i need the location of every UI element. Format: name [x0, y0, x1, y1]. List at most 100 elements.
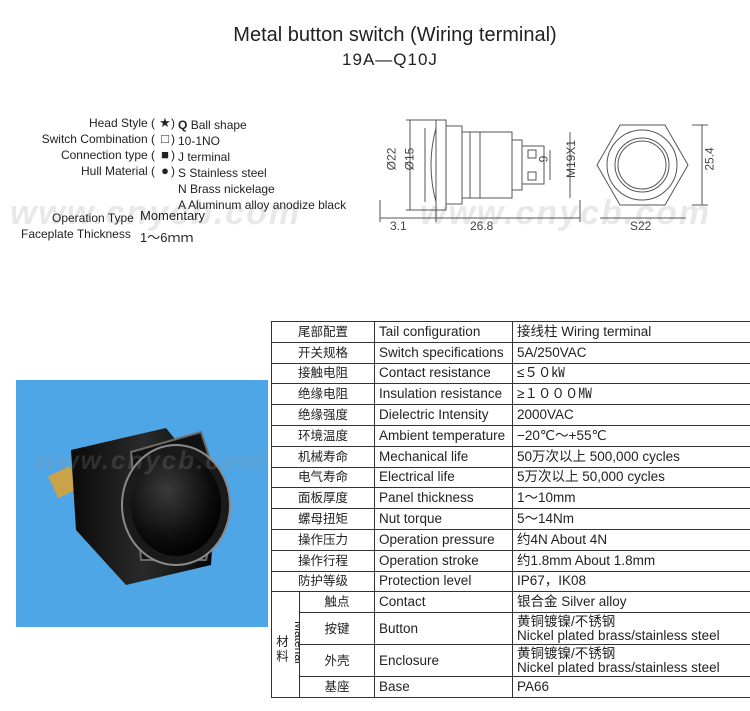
- material-value-en: Nickel plated brass/stainless steel: [517, 659, 720, 675]
- dim-m19: M19X1: [564, 139, 579, 179]
- spec-cn: 尾部配置: [270, 321, 376, 343]
- spec-value: ≤５０㎾: [512, 362, 750, 385]
- legend-close: ): [171, 164, 175, 178]
- spec-cn: 绝缘电阻: [270, 383, 376, 406]
- material-cn-item: 外壳: [298, 644, 376, 678]
- bezel-outline: [435, 119, 447, 211]
- spec-cn: 面板厚度: [270, 487, 376, 510]
- spec-value: 约4N About 4N: [512, 528, 750, 551]
- legend-text: S Stainless steel: [178, 166, 267, 180]
- legend-text: 10-1NO: [178, 134, 221, 148]
- spec-cn: 操作行程: [270, 549, 376, 572]
- filled-circle-icon: ●: [161, 163, 169, 178]
- spec-table: 尾部配置 Tail configuration 接线柱 Wiring termi…: [270, 321, 750, 698]
- operation-type-value: Momentary: [140, 208, 206, 223]
- dim-26-8: 26.8: [470, 219, 494, 233]
- legend-label: Head Style (: [88, 116, 155, 130]
- spec-value: 2000VAC: [512, 404, 750, 426]
- spec-en: Contact resistance: [374, 362, 514, 385]
- table-row: 防护等级 Protection level IP67，IK08: [270, 570, 750, 593]
- table-row: 环境温度 Ambient temperature −20℃～+55℃: [270, 424, 750, 447]
- spec-value: ≥１０００㎿: [512, 383, 750, 406]
- spec-value: 1～10mm: [512, 487, 750, 510]
- model-number: 19A—Q10J: [342, 50, 438, 69]
- filled-square-icon: ■: [161, 147, 169, 162]
- legend-text: J terminal: [178, 150, 231, 164]
- table-row: 按键 Button 黄铜镀镍/不锈钢 Nickel plated brass/s…: [272, 612, 750, 646]
- table-row: 面板厚度 Panel thickness 1～10mm: [270, 487, 750, 510]
- dim-d22: Ø22: [384, 147, 399, 171]
- table-row: 接触电阻 Contact resistance ≤５０㎾: [270, 362, 750, 385]
- legend-text: Ball shape: [190, 118, 247, 132]
- spec-en: Switch specifications: [374, 341, 514, 364]
- legend-value: Q Ball shape: [178, 118, 247, 132]
- legend-label: Hull Material (: [80, 164, 155, 178]
- legend-close: ): [171, 148, 175, 162]
- material-value-cn: 黄铜镀镍/不锈钢: [517, 613, 616, 629]
- spec-cn: 绝缘强度: [270, 404, 376, 426]
- spec-en: Nut torque: [374, 508, 514, 530]
- material-cn-item: 触点: [298, 591, 376, 614]
- material-en-item: Enclosure: [374, 644, 514, 678]
- material-value-cn: 黄铜镀镍/不锈钢: [517, 645, 616, 661]
- material-value: 黄铜镀镍/不锈钢 Nickel plated brass/stainless s…: [512, 644, 750, 678]
- hex-nut-outline: [596, 124, 689, 206]
- table-row: 外壳 Enclosure 黄铜镀镍/不锈钢 Nickel plated bras…: [272, 644, 750, 678]
- watermark: www.cnycb.com: [10, 194, 302, 232]
- spec-value: 5～14Nm: [512, 508, 750, 530]
- spec-en: Tail configuration: [374, 321, 514, 343]
- spec-value: 50万次以上 500,000 cycles: [512, 445, 750, 468]
- legend-close: ): [171, 116, 175, 130]
- spec-cn: 环境温度: [270, 424, 376, 447]
- material-en: Material: [292, 620, 300, 664]
- table-row: 机械寿命 Mechanical life 50万次以上 500,000 cycl…: [270, 445, 750, 468]
- table-row: 操作行程 Operation stroke 约1.8mm About 1.8mm: [270, 549, 750, 572]
- spec-en: Operation stroke: [374, 549, 514, 572]
- spec-cn: 操作压力: [270, 528, 376, 551]
- spec-en: Electrical life: [374, 466, 514, 489]
- open-square-icon: □: [161, 131, 169, 146]
- spec-cn: 防护等级: [270, 570, 376, 593]
- spec-value: 5万次以上 50,000 cycles: [512, 466, 750, 489]
- dim-9: 9: [536, 155, 551, 163]
- watermark: www.cnycb.com: [36, 445, 265, 475]
- spec-cn: 开关规格: [270, 341, 376, 364]
- material-cn-item: 基座: [298, 676, 376, 698]
- operation-type-label: Operation Type: [52, 211, 134, 225]
- dim-d15: Ø15: [402, 147, 417, 171]
- legend-extra: N Brass nickelage: [178, 182, 275, 196]
- material-group-label: 材料 Material: [271, 591, 300, 698]
- spec-en: Dielectric Intensity: [374, 404, 514, 426]
- material-en-item: Base: [374, 676, 514, 698]
- faceplate-value: 1～6ｍｍ: [140, 230, 194, 245]
- spec-value: −20℃～+55℃: [512, 424, 750, 447]
- spec-en: Protection level: [374, 570, 514, 593]
- table-row: 操作压力 Operation pressure 约4N About 4N: [270, 528, 750, 551]
- legend-code: Q: [178, 118, 188, 132]
- dim-25-4: 25.4: [702, 147, 717, 171]
- spec-en: Panel thickness: [374, 487, 514, 510]
- spec-cn: 螺母扭矩: [270, 508, 376, 530]
- dim-s22: S22: [630, 219, 652, 233]
- product-photo: www.cnycb.com: [16, 380, 268, 627]
- material-cn: 材料: [274, 634, 288, 664]
- page-title: Metal button switch (Wiring terminal): [233, 24, 557, 46]
- table-row: 绝缘电阻 Insulation resistance ≥１０００㎿: [270, 383, 750, 406]
- table-row: 电气寿命 Electrical life 5万次以上 50,000 cycles: [270, 466, 750, 489]
- spec-value: 接线柱 Wiring terminal: [512, 321, 750, 343]
- spec-cn: 机械寿命: [270, 445, 376, 468]
- material-cn-item: 按键: [298, 612, 376, 646]
- technical-drawing: [379, 119, 708, 222]
- button-dome-outline: [430, 127, 437, 203]
- material-value-en: Nickel plated brass/stainless steel: [517, 627, 720, 643]
- legend-label: Switch Combination (: [41, 132, 155, 146]
- dim-3-1: 3.1: [390, 219, 407, 233]
- table-row: 绝缘强度 Dielectric Intensity 2000VAC: [270, 404, 750, 426]
- material-value: 银合金 Silver alloy: [512, 591, 750, 614]
- spec-cn: 接触电阻: [270, 362, 376, 385]
- material-value: 黄铜镀镍/不锈钢 Nickel plated brass/stainless s…: [512, 612, 750, 646]
- material-en-item: Button: [374, 612, 514, 646]
- table-row: 基座 Base PA66: [272, 676, 750, 698]
- material-value: PA66: [512, 676, 750, 698]
- spec-value: IP67，IK08: [512, 570, 750, 593]
